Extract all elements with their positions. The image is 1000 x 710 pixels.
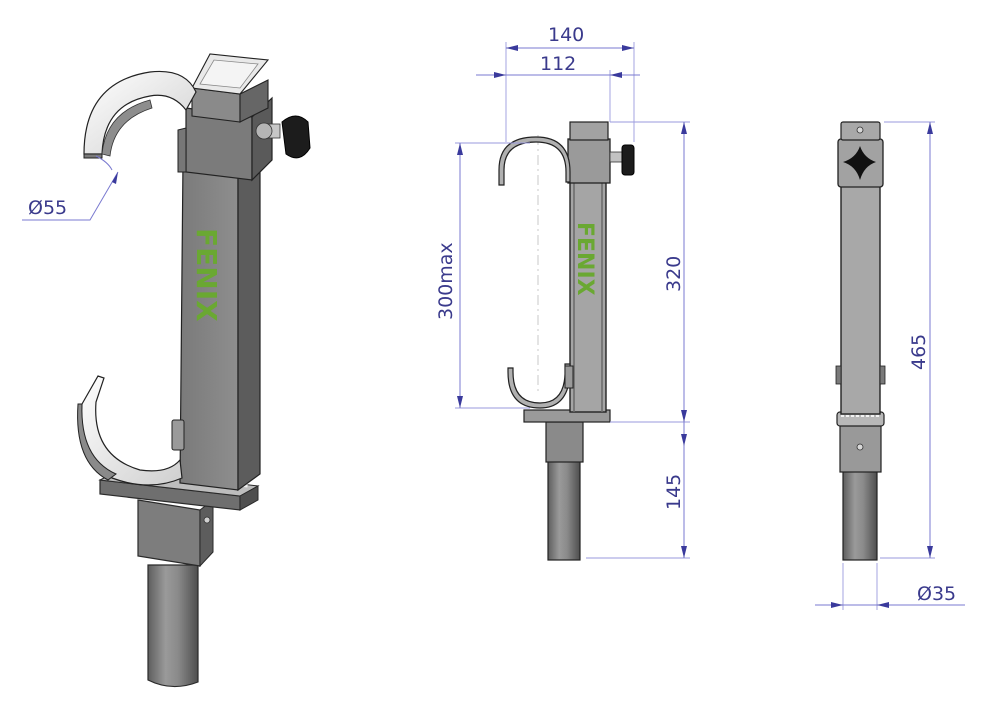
dim-clamp-width-text: 112 (540, 53, 576, 75)
front-lower-sleeve (839, 423, 882, 473)
iso-logo: FENIX (190, 228, 223, 322)
front-top-bolt-icon (856, 126, 864, 134)
side-base-plate (523, 409, 611, 423)
iso-lower-clamp (77, 375, 185, 486)
iso-knob (255, 115, 311, 159)
side-lower-sleeve (545, 421, 584, 463)
side-top-cap (569, 121, 609, 141)
side-knob (609, 144, 635, 176)
side-dim-overall-width: 140 (505, 24, 635, 142)
dim-clamp-diameter-text: Ø55 (28, 197, 67, 219)
side-logo-text: FENIX (572, 222, 597, 296)
dim-total-height-text: 465 (908, 334, 930, 370)
side-dim-upper-height: 320 (610, 121, 690, 423)
side-upper-hook (498, 136, 571, 186)
dim-upper-height-text: 320 (663, 256, 685, 292)
front-lower-bolt-icon (856, 443, 864, 451)
front-main-tube (840, 185, 881, 415)
iso-dim-clamp-diameter: Ø55 (22, 155, 119, 221)
front-view: 465 Ø35 (815, 121, 965, 610)
side-lower-hook (507, 363, 571, 409)
side-dim-spigot-length: 145 (586, 422, 690, 559)
side-logo: FENIX (572, 222, 597, 296)
iso-main-tube (179, 53, 273, 492)
side-main-tube (569, 159, 607, 413)
dim-spigot-length-text: 145 (663, 474, 685, 510)
dim-overall-width-text: 140 (548, 24, 584, 46)
side-dim-clamp-range: 300max (435, 142, 530, 409)
side-lower-hook-bracket (564, 365, 574, 389)
isometric-view: FENIX Ø55 (22, 53, 311, 688)
side-dim-clamp-width: 112 (476, 53, 640, 122)
front-dim-spigot-diameter: Ø35 (815, 563, 965, 610)
front-dim-total-height: 465 (880, 121, 935, 559)
iso-lower-sleeve (137, 498, 214, 568)
side-top-sleeve (567, 138, 611, 184)
side-view: FENIX 140 112 300max (435, 24, 690, 561)
front-spigot (842, 469, 878, 561)
dim-spigot-diameter-text: Ø35 (917, 583, 956, 605)
iso-logo-text: FENIX (190, 228, 223, 322)
front-knob-icon (843, 146, 876, 180)
iso-spigot (147, 564, 199, 688)
side-spigot (547, 459, 581, 561)
iso-upper-clamp (83, 70, 197, 173)
dim-clamp-range-text: 300max (435, 242, 457, 320)
